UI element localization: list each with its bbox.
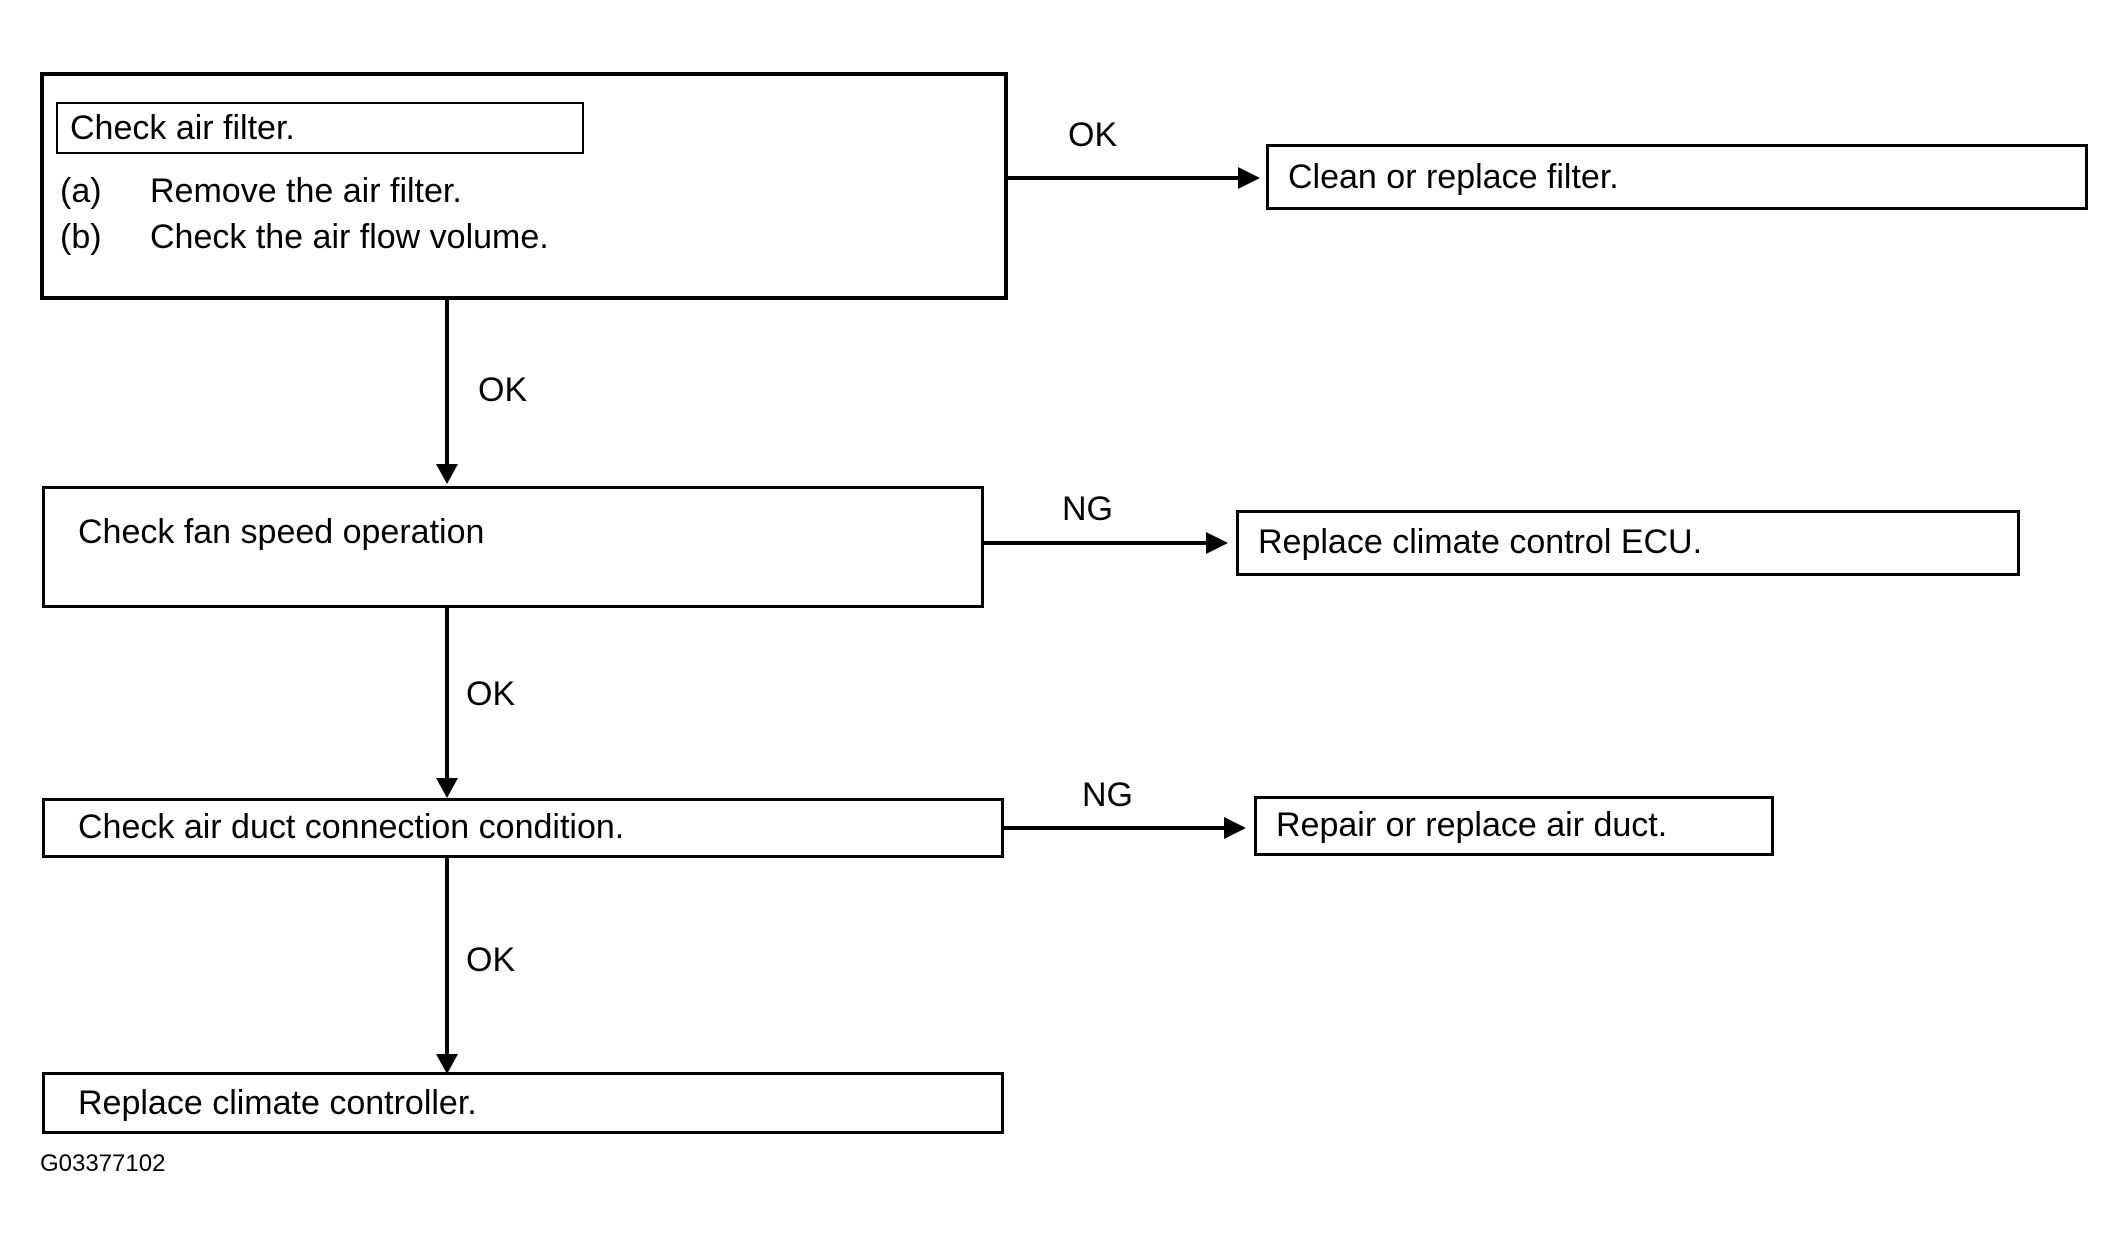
edge-step3-to-step4-arrowhead xyxy=(436,1054,458,1074)
edge-label-ok-step3-step4: OK xyxy=(466,941,516,979)
node-check-fan-speed-operation[interactable] xyxy=(42,486,984,608)
node-check-air-duct-connection-label: Check air duct connection condition. xyxy=(78,808,625,846)
edge-step2-to-ecu-line xyxy=(984,541,1208,545)
substep-text: Remove the air filter. xyxy=(150,172,462,210)
node-replace-climate-controller-label: Replace climate controller. xyxy=(78,1084,477,1122)
node-replace-climate-control-ecu[interactable] xyxy=(1236,510,2020,576)
node-repair-or-replace-air-duct-label: Repair or replace air duct. xyxy=(1276,806,1668,844)
list-item: (a) Remove the air filter. xyxy=(60,168,960,214)
node-check-air-duct-connection[interactable] xyxy=(42,798,1004,858)
edge-label-ok-step2-step3: OK xyxy=(466,675,516,713)
node-check-air-filter-title-box xyxy=(56,102,584,154)
substep-marker: (a) xyxy=(60,172,102,210)
node-replace-climate-control-ecu-label: Replace climate control ECU. xyxy=(1258,523,1703,561)
edge-label-ng-step3-result: NG xyxy=(1082,776,1133,814)
edge-label-ng-step2-result: NG xyxy=(1062,490,1113,528)
node-check-air-filter-title: Check air filter. xyxy=(70,109,295,147)
edge-step3-to-step4-line xyxy=(445,858,449,1056)
edge-step1-to-clean-replace-arrowhead xyxy=(1238,167,1260,189)
edge-label-ok-step1-step2: OK xyxy=(478,371,528,409)
edge-step1-to-step2-arrowhead xyxy=(436,464,458,484)
edge-step2-to-ecu-arrowhead xyxy=(1206,532,1228,554)
substep-text: Check the air flow volume. xyxy=(150,218,549,256)
figure-code: G03377102 xyxy=(40,1150,166,1177)
substep-marker: (b) xyxy=(60,218,102,256)
edge-step2-to-step3-line xyxy=(445,608,449,780)
edge-step2-to-step3-arrowhead xyxy=(436,778,458,798)
edge-step1-to-step2-line xyxy=(445,300,449,466)
edge-label-ok-step1-result: OK xyxy=(1068,116,1118,154)
node-check-fan-speed-operation-label: Check fan speed operation xyxy=(78,513,485,551)
node-clean-or-replace-filter[interactable] xyxy=(1266,144,2088,210)
node-repair-or-replace-air-duct[interactable] xyxy=(1254,796,1774,856)
node-check-air-filter-substeps: (a) Remove the air filter. (b) Check the… xyxy=(60,168,960,260)
node-clean-or-replace-filter-label: Clean or replace filter. xyxy=(1288,158,1619,196)
edge-step3-to-duct-arrowhead xyxy=(1224,817,1246,839)
edge-step1-to-clean-replace-line xyxy=(1008,176,1240,180)
list-item: (b) Check the air flow volume. xyxy=(60,214,960,260)
node-replace-climate-controller[interactable] xyxy=(42,1072,1004,1134)
edge-step3-to-duct-line xyxy=(1004,826,1226,830)
